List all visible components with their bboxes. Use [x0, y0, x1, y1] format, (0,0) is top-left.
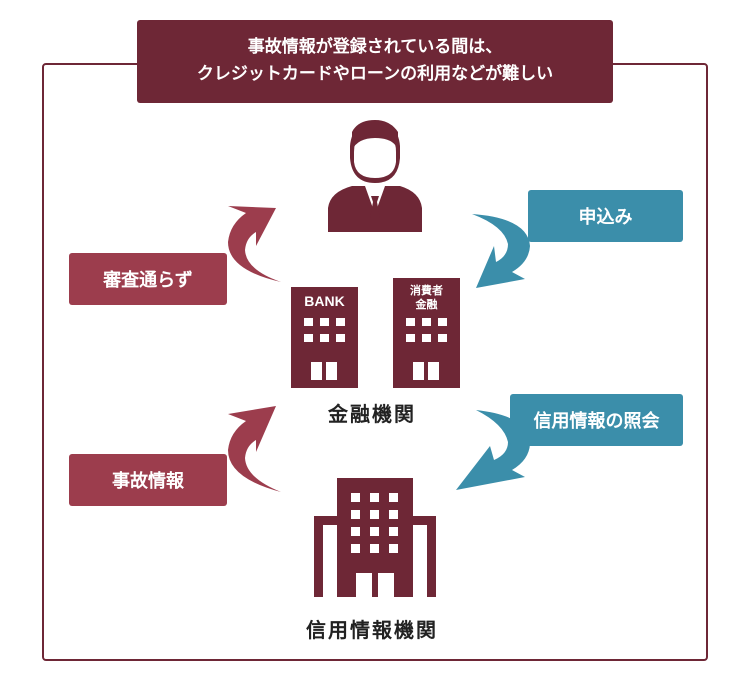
consumer-finance-sign-line-1: 消費者	[410, 283, 443, 297]
incident-arrow	[228, 406, 281, 492]
header-banner: 事故情報が登録されている間は、 クレジットカードやローンの利用などが難しい	[137, 20, 613, 103]
consumer-finance-building	[393, 278, 460, 388]
banner-line-2: クレジットカードやローンの利用などが難しい	[196, 64, 554, 84]
person-icon	[328, 120, 422, 232]
financial-institution-caption: 金融機関	[328, 402, 416, 426]
incident-label: 事故情報	[69, 454, 227, 506]
screening-label: 審査通らず	[69, 253, 227, 305]
credit-bureau-building	[314, 478, 436, 597]
application-label: 申込み	[528, 190, 683, 242]
credit-inquiry-label: 信用情報の照会	[510, 394, 683, 446]
bank-building	[291, 287, 358, 388]
screening-arrow	[228, 206, 281, 282]
banner-line-1: 事故情報が登録されている間は、	[247, 37, 503, 57]
application-arrow	[472, 214, 530, 288]
credit-bureau-caption: 信用情報機関	[306, 618, 438, 642]
bank-sign: BANK	[304, 293, 344, 309]
consumer-finance-sign-line-2: 金融	[415, 297, 438, 311]
